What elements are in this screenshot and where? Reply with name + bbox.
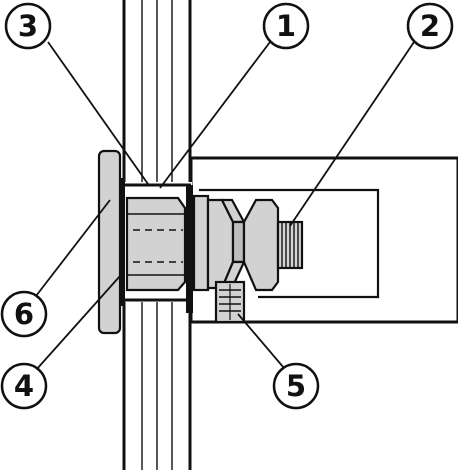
- callout-1: 1: [262, 2, 310, 50]
- callout-4-label: 4: [14, 369, 34, 403]
- callout-2-label: 2: [420, 9, 440, 43]
- callout-1-label: 1: [276, 9, 296, 43]
- callout-6-label: 6: [14, 297, 34, 331]
- callout-6: 6: [0, 290, 48, 338]
- cover-plate: [97, 149, 122, 335]
- callout-5: 5: [272, 362, 320, 410]
- callout-2: 2: [406, 2, 454, 50]
- threaded-stud: [276, 220, 304, 270]
- gasket-outer: [119, 178, 125, 306]
- bolt-body: [125, 196, 187, 292]
- leader-lines: [35, 41, 415, 371]
- callout-4: 4: [0, 362, 48, 410]
- gasket-inner: [186, 185, 193, 313]
- callout-3: 3: [4, 2, 52, 50]
- nut-head: [192, 194, 280, 292]
- callout-5-label: 5: [286, 369, 306, 403]
- callout-3-label: 3: [18, 9, 38, 43]
